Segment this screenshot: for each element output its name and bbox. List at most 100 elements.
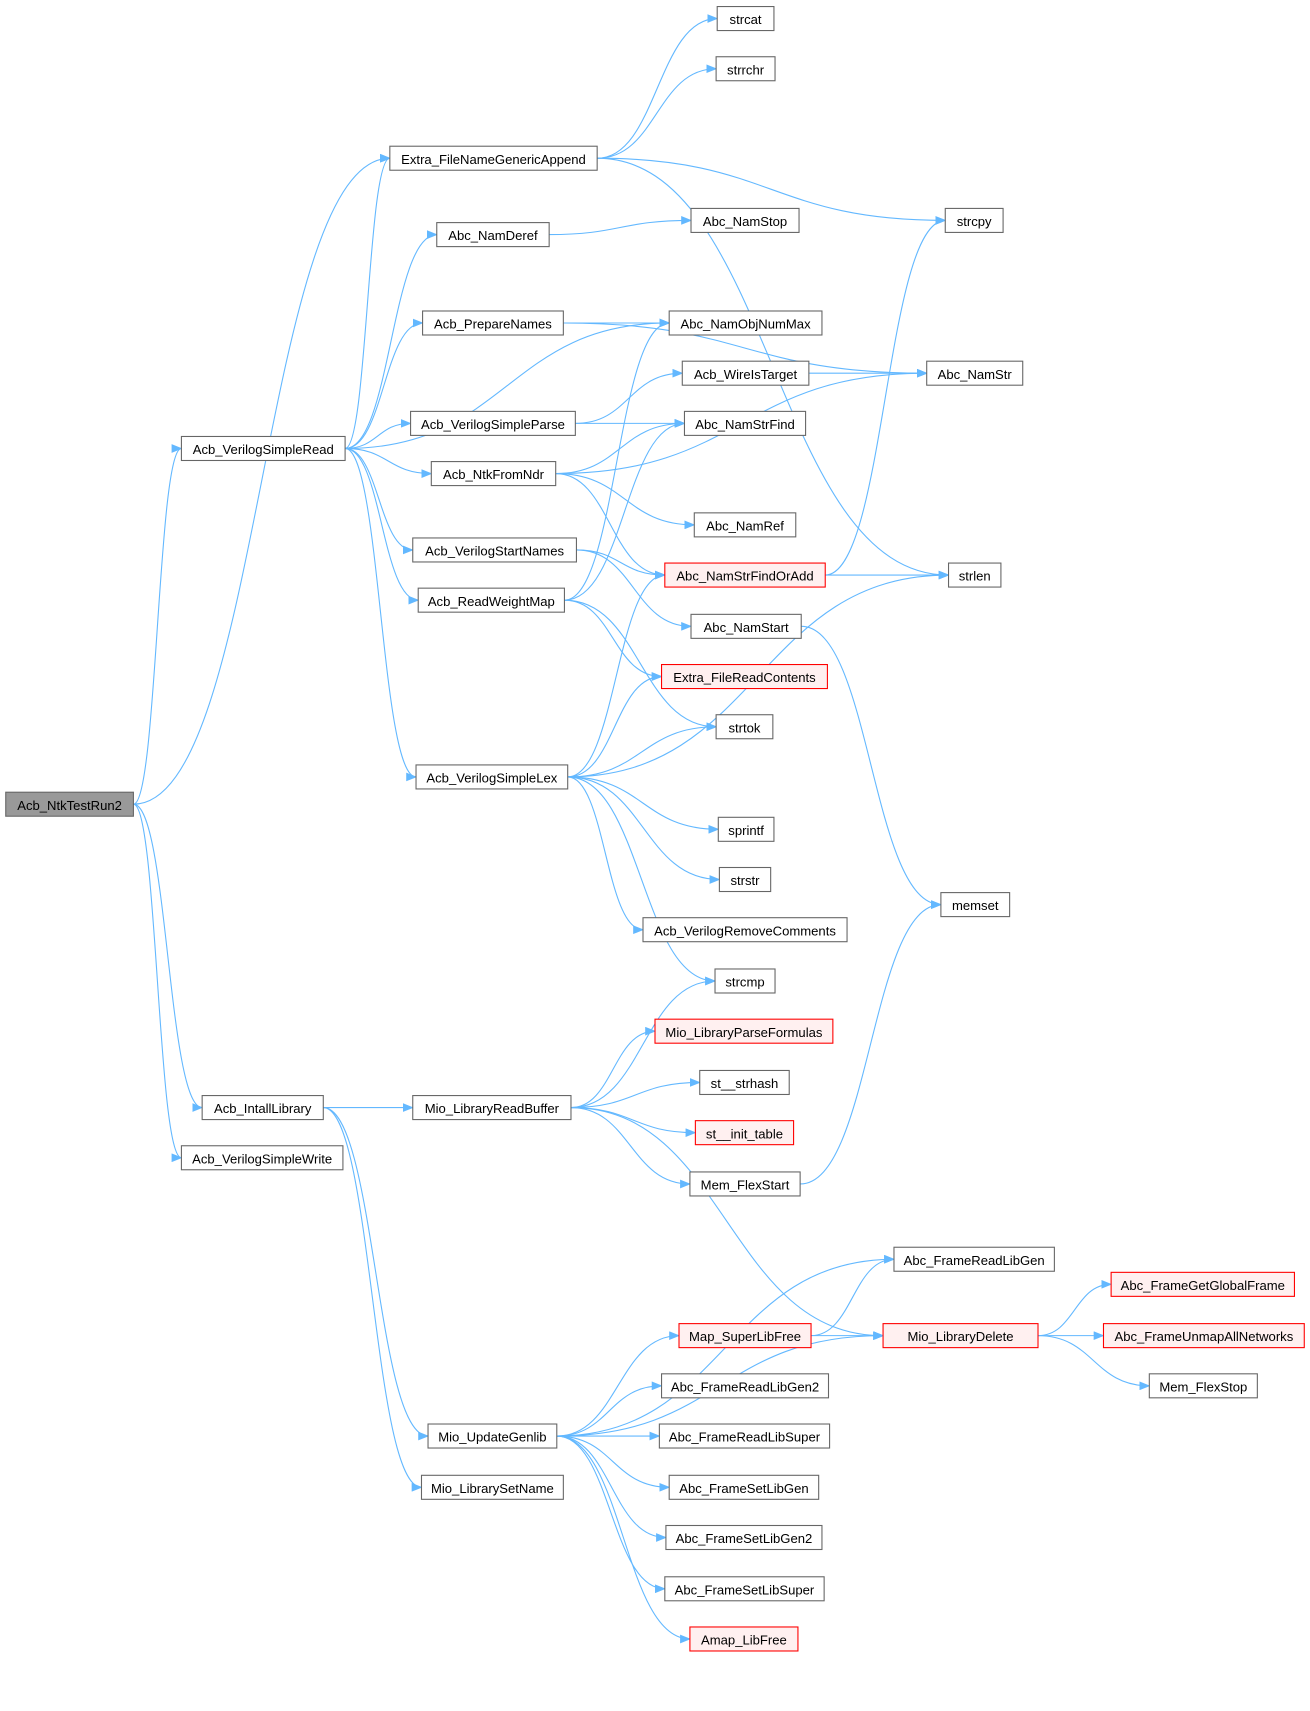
node-label: Acb_NtkTestRun2 — [17, 798, 122, 813]
node-acb-readweightmap[interactable]: Acb_ReadWeightMap — [417, 587, 565, 613]
node-box — [689, 1171, 801, 1197]
node-abc-namref[interactable]: Abc_NamRef — [693, 512, 797, 538]
edge-mio-librarydelete-to-abc-framegetglobalframe — [1038, 1279, 1113, 1337]
node-st-strhash[interactable]: st__strhash — [699, 1069, 790, 1096]
node-acb-verilogsimpleread[interactable]: Acb_VerilogSimpleRead — [180, 435, 346, 462]
node-label: Extra_FileReadContents — [673, 670, 816, 685]
node-strtok[interactable]: strtok — [715, 714, 774, 740]
node-strrchr[interactable]: strrchr — [715, 56, 776, 82]
edge-extra-filenamegenericappend-to-strcpy — [597, 157, 947, 225]
node-strstr[interactable]: strstr — [718, 866, 772, 893]
node-abc-namstr[interactable]: Abc_NamStr — [926, 360, 1024, 386]
node-label: st__strhash — [711, 1076, 779, 1091]
node-box — [683, 410, 807, 436]
node-acb-verilogsimpleparse[interactable]: Acb_VerilogSimpleParse — [410, 410, 576, 436]
node-box — [389, 145, 598, 171]
node-box — [664, 1576, 825, 1602]
node-mio-librarydelete[interactable]: Mio_LibraryDelete — [882, 1323, 1039, 1349]
node-strcpy[interactable]: strcpy — [944, 207, 1004, 233]
edge-acb-intalllibrary-to-mio-updategenlib — [323, 1107, 430, 1441]
node-box — [410, 410, 576, 436]
node-acb-verilogsimplelex[interactable]: Acb_VerilogSimpleLex — [415, 764, 569, 790]
node-box — [180, 435, 346, 462]
node-acb-intalllibrary[interactable]: Acb_IntallLibrary — [201, 1095, 324, 1121]
node-label: Abc_NamObjNumMax — [681, 317, 812, 332]
edge-acb-readweightmap-to-strtok — [564, 599, 718, 732]
node-acb-wireistarget[interactable]: Acb_WireIsTarget — [681, 360, 810, 386]
edge-acb-verilogsimplelex-to-extra-filereadcontents — [567, 672, 663, 778]
node-mio-libraryparseformulas[interactable]: Mio_LibraryParseFormulas — [654, 1018, 834, 1044]
edge-acb-verilogsimpleread-to-acb-ntkfromndr — [345, 447, 433, 478]
node-abc-namderef[interactable]: Abc_NamDeref — [436, 222, 550, 248]
node-strcat[interactable]: strcat — [716, 6, 775, 32]
node-abc-namstrfind[interactable]: Abc_NamStrFind — [683, 410, 807, 436]
node-box — [699, 1069, 790, 1096]
node-label: strrchr — [727, 62, 765, 77]
node-abc-framegetglobalframe[interactable]: Abc_FrameGetGlobalFrame — [1110, 1271, 1295, 1297]
node-abc-namstop[interactable]: Abc_NamStop — [690, 207, 800, 233]
node-box — [668, 310, 823, 336]
node-abc-namobjnummax[interactable]: Abc_NamObjNumMax — [668, 310, 823, 336]
node-label: Acb_VerilogStartNames — [425, 544, 564, 559]
node-mem-flexstop[interactable]: Mem_FlexStop — [1148, 1373, 1258, 1399]
node-label: Acb_ReadWeightMap — [428, 594, 555, 609]
node-abc-framesetlibsuper[interactable]: Abc_FrameSetLibSuper — [664, 1576, 825, 1602]
edge-acb-verilogsimpleread-to-abc-namobjnummax — [345, 318, 671, 450]
node-label: Acb_IntallLibrary — [214, 1101, 312, 1116]
node-abc-framereadlibsuper[interactable]: Abc_FrameReadLibSuper — [658, 1423, 831, 1449]
node-abc-namstrfindoradd[interactable]: Abc_NamStrFindOrAdd — [664, 562, 826, 588]
node-st-init-table[interactable]: st__init_table — [694, 1120, 795, 1146]
edge-mio-librarydelete-to-mem-flexstop — [1038, 1335, 1151, 1391]
node-acb-ntkfromndr[interactable]: Acb_NtkFromNdr — [430, 461, 557, 487]
node-abc-framereadlibgen[interactable]: Abc_FrameReadLibGen — [893, 1246, 1055, 1272]
node-sprintf[interactable]: sprintf — [717, 816, 775, 842]
node-map-superlibfree[interactable]: Map_SuperLibFree — [678, 1323, 812, 1349]
node-box — [658, 1423, 831, 1449]
node-mem-flexstart[interactable]: Mem_FlexStart — [689, 1171, 801, 1197]
edge-acb-ntktestrun2-to-acb-verilogsimplewrite — [133, 803, 183, 1162]
node-label: Abc_FrameSetLibGen2 — [676, 1531, 813, 1546]
node-acb-verilogsimplewrite[interactable]: Acb_VerilogSimpleWrite — [180, 1145, 344, 1171]
edge-mio-libraryreadbuffer-to-mem-flexstart — [570, 1107, 692, 1189]
node-acb-verilogremovecomments[interactable]: Acb_VerilogRemoveComments — [642, 917, 848, 943]
node-label: Acb_VerilogSimpleWrite — [192, 1151, 332, 1166]
node-label: strcat — [730, 12, 762, 27]
node-abc-framereadlibgen2[interactable]: Abc_FrameReadLibGen2 — [661, 1373, 830, 1399]
edge-mio-updategenlib-to-abc-framesetlibgen2 — [556, 1435, 668, 1542]
edge-acb-verilogsimplelex-to-acb-verilogremovecomments — [567, 776, 645, 935]
node-mio-libraryreadbuffer[interactable]: Mio_LibraryReadBuffer — [412, 1095, 572, 1121]
node-extra-filereadcontents[interactable]: Extra_FileReadContents — [661, 663, 828, 690]
node-box — [681, 360, 810, 386]
node-label: memset — [952, 898, 999, 913]
node-label: Abc_FrameGetGlobalFrame — [1121, 1278, 1285, 1293]
edge-acb-ntktestrun2-to-acb-verilogsimpleread — [133, 444, 183, 805]
node-acb-verilogstartnames[interactable]: Acb_VerilogStartNames — [412, 537, 577, 563]
node-mio-updategenlib[interactable]: Mio_UpdateGenlib — [427, 1423, 558, 1449]
node-label: strcpy — [957, 214, 992, 229]
node-amap-libfree[interactable]: Amap_LibFree — [689, 1626, 799, 1652]
node-strlen[interactable]: strlen — [947, 562, 1002, 588]
node-abc-framesetlibgen[interactable]: Abc_FrameSetLibGen — [668, 1474, 820, 1500]
edge-acb-verilogsimplelex-to-strtok — [567, 722, 718, 778]
node-abc-framesetlibgen2[interactable]: Abc_FrameSetLibGen2 — [665, 1524, 823, 1551]
node-acb-ntktestrun2[interactable]: Acb_NtkTestRun2 — [5, 791, 134, 817]
node-memset[interactable]: memset — [940, 892, 1011, 918]
node-label: Abc_FrameUnmapAllNetworks — [1114, 1329, 1293, 1344]
node-extra-filenamegenericappend[interactable]: Extra_FileNameGenericAppend — [389, 145, 598, 171]
node-box — [715, 56, 776, 82]
nodes-layer: Acb_NtkTestRun2 Extra_FileNameGenericAppe… — [5, 6, 1305, 1652]
node-strcmp[interactable]: strcmp — [714, 968, 776, 994]
node-abc-frameunmapallnetworks[interactable]: Abc_FrameUnmapAllNetworks — [1102, 1323, 1305, 1349]
edge-acb-ntkfromndr-to-abc-namstrfindoradd — [555, 473, 666, 580]
edge-mio-updategenlib-to-abc-framesetlibgen — [556, 1435, 671, 1492]
node-abc-namstart[interactable]: Abc_NamStart — [690, 613, 802, 639]
node-box — [5, 791, 134, 817]
node-acb-preparenames[interactable]: Acb_PrepareNames — [422, 310, 564, 336]
node-box — [664, 562, 826, 588]
node-box — [422, 310, 564, 336]
node-box — [717, 816, 775, 842]
node-box — [1148, 1373, 1258, 1399]
node-mio-librarysetname[interactable]: Mio_LibrarySetName — [420, 1474, 564, 1500]
node-box — [715, 714, 774, 740]
